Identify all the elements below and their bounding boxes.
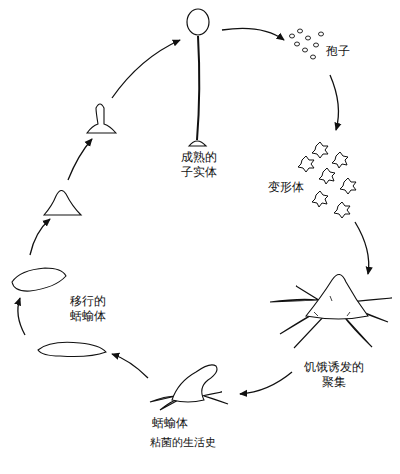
amoebae [298, 142, 356, 218]
cycle-arrows [18, 28, 369, 394]
slug [150, 365, 228, 410]
aggregation [270, 274, 392, 348]
stage-label: 饥饿诱发的 聚集 [300, 360, 368, 390]
spores [290, 29, 324, 59]
stage-label: 变形体 [268, 180, 304, 195]
fruiting-body [187, 9, 209, 146]
caption: 粘菌的生活史 [150, 436, 216, 449]
stage-label: 成熟的 子实体 [176, 150, 222, 180]
tip-stage [44, 190, 81, 215]
stage-label: 移行的 蛞蝓体 [66, 294, 110, 324]
stage-label: 蛞蝓体 [152, 416, 188, 431]
stage-label: 孢子 [326, 44, 350, 59]
culminant [87, 104, 116, 133]
